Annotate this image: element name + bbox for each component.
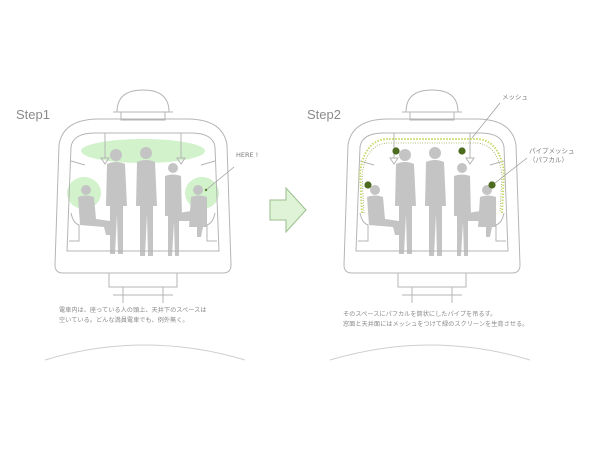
- pipe-leader-line: [494, 157, 528, 184]
- step1-label: Step1: [16, 107, 50, 122]
- here-callout: HERE !: [236, 151, 259, 159]
- here-leader-line: [205, 166, 235, 191]
- step2-caption: そのスペースにパフカルを筒状にしたパイプを吊るす。 窓面と天井面にはメッシュをつ…: [343, 310, 528, 330]
- ground-line-step2: [329, 344, 531, 361]
- pipe-mesh-dot: [392, 147, 400, 155]
- step2-label: Step2: [307, 107, 341, 122]
- pipe-mesh-callout: パイプメッシュ （パフカル）: [529, 147, 575, 165]
- ground-line-step1: [44, 344, 246, 361]
- step1-caption-line1: 電車内は、座っている人の頭上、天井下のスペースは: [59, 307, 207, 314]
- step1-caption-line2: 空いている。どんな満員電車でも、例外無く。: [59, 317, 189, 324]
- mesh-leader-line: [471, 102, 501, 139]
- step2-train: [343, 89, 521, 304]
- pipe-mesh-callout-line2: （パフカル）: [529, 156, 568, 164]
- step1-train: [54, 89, 232, 304]
- step2-caption-line2: 窓面と天井面にはメッシュをつけて緑のスクリーンを生育させる。: [343, 321, 529, 328]
- green-mesh-screen: [358, 138, 506, 214]
- next-step-arrow: [269, 186, 307, 234]
- passenger-figures-2: [367, 147, 496, 256]
- mesh-callout: メッシュ: [502, 93, 528, 101]
- pipe-mesh-callout-line1: パイプメッシュ: [529, 147, 575, 155]
- pipe-mesh-dot: [488, 181, 496, 189]
- step2-caption-line1: そのスペースにパフカルを筒状にしたパイプを吊るす。: [343, 311, 497, 318]
- step1-caption: 電車内は、座っている人の頭上、天井下のスペースは 空いている。どんな満員電車でも…: [59, 306, 206, 326]
- pipe-mesh-dot: [458, 147, 466, 155]
- pipe-mesh-dot: [364, 181, 372, 189]
